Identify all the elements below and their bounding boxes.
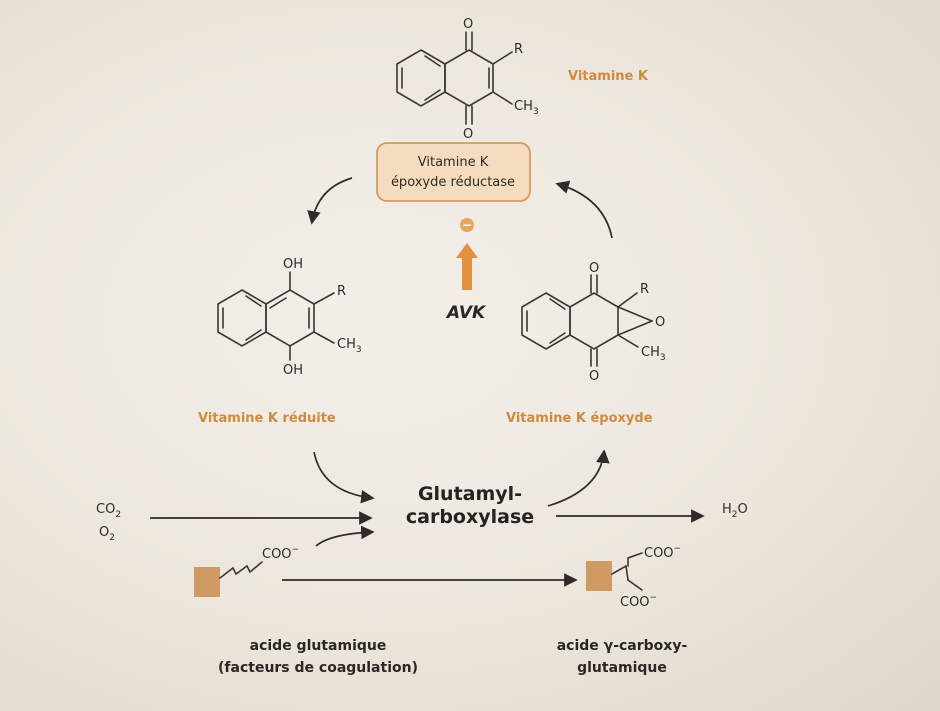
vitamin-k-epoxide-label: Vitamine K époxyde <box>506 411 653 426</box>
vitamin-k-epoxide-structure: O O O R CH3 <box>521 261 666 384</box>
carboxyglutamate-structure: COO− COO− <box>586 544 681 610</box>
epoxide-methyl-group: CH3 <box>641 345 666 363</box>
carboxyglutamate-carboxyl-bottom: COO− <box>620 593 657 610</box>
avk-up-arrow <box>456 243 478 290</box>
reduced-methyl-group: CH3 <box>337 337 362 355</box>
epoxide-r-group: R <box>640 282 649 297</box>
inhibition-circle <box>460 218 474 232</box>
glutamate-structure: COO− <box>194 545 299 597</box>
reduced-oh-top: OH <box>283 257 303 272</box>
vitamin-k-structure: O O R CH3 <box>396 17 539 142</box>
o2-label: O2 <box>99 525 115 543</box>
glutamate-caption-line1: acide glutamique <box>250 638 387 654</box>
vk-oxygen-top: O <box>463 17 473 32</box>
h2o-label: H2O <box>722 502 748 520</box>
vk-methyl-group: CH3 <box>514 99 539 117</box>
glutamate-carboxyl: COO− <box>262 545 299 562</box>
carboxylase-line2: carboxylase <box>406 506 534 528</box>
carboxyglutamate-carboxyl-top: COO− <box>644 544 681 561</box>
co2-label: CO2 <box>96 502 121 520</box>
arrow-carboxylase-to-epoxide <box>547 449 610 507</box>
avk-label: AVK <box>445 303 487 323</box>
epoxide-oxygen-bottom: O <box>589 369 599 384</box>
reductase-enzyme-box: Vitamine K époxyde réductase <box>376 142 531 202</box>
epoxide-oxygen-bridge: O <box>655 315 665 330</box>
arrow-to-reduced <box>307 177 353 225</box>
vitamin-k-reduced-structure: OH OH R CH3 <box>217 257 362 378</box>
protein-block-left <box>194 567 220 597</box>
inhibition-symbol: − <box>462 218 472 232</box>
arrow-reduced-to-carboxylase <box>313 451 375 504</box>
arrow-epoxide-to-reductase <box>555 180 613 239</box>
carboxyglutamate-caption-line1: acide γ-carboxy- <box>557 638 688 654</box>
avk-inhibition: − AVK <box>445 218 487 323</box>
carboxylase-line1: Glutamyl- <box>418 483 522 505</box>
reduced-oh-bottom: OH <box>283 363 303 378</box>
arrow-glutamate-to-carboxylase <box>315 525 375 547</box>
reductase-line1: Vitamine K <box>418 155 489 170</box>
protein-block-right <box>586 561 612 591</box>
vitamin-k-label: Vitamine K <box>568 69 649 84</box>
vk-oxygen-bottom: O <box>463 127 473 142</box>
carboxyglutamate-caption-line2: glutamique <box>577 660 667 676</box>
vk-r-group: R <box>514 42 523 57</box>
reduced-r-group: R <box>337 284 346 299</box>
vitamin-k-reduced-label: Vitamine K réduite <box>198 411 336 426</box>
reductase-line2: époxyde réductase <box>391 175 515 190</box>
glutamate-caption-line2: (facteurs de coagulation) <box>218 660 418 676</box>
epoxide-oxygen-top: O <box>589 261 599 276</box>
